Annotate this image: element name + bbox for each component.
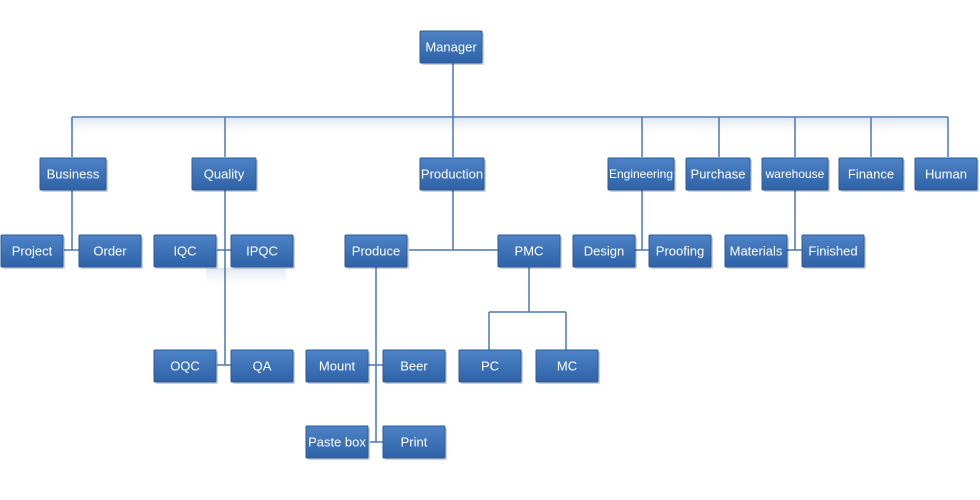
node-pmc-label: PMC: [515, 244, 544, 259]
node-qa-label: QA: [253, 359, 272, 374]
node-paste-box: Paste box: [305, 425, 370, 460]
node-order-label: Order: [93, 244, 127, 259]
node-iqc-label: IQC: [173, 244, 196, 259]
node-human-label: Human: [925, 167, 967, 182]
node-order: Order: [78, 234, 143, 269]
connectors: [64, 62, 949, 443]
node-manager-label: Manager: [425, 40, 477, 55]
node-warehouse: warehouse: [761, 157, 830, 192]
node-quality: Quality: [191, 157, 258, 192]
node-pmc: PMC: [497, 234, 562, 269]
node-finance: Finance: [838, 157, 905, 192]
node-mc: MC: [535, 349, 600, 384]
node-oqc: OQC: [153, 349, 218, 384]
node-mount: Mount: [305, 349, 370, 384]
node-print-label: Print: [401, 435, 428, 450]
quality-shadow: [206, 268, 286, 290]
node-beer-label: Beer: [400, 359, 428, 374]
node-purchase: Purchase: [685, 157, 752, 192]
node-business: Business: [39, 157, 108, 192]
node-design: Design: [572, 234, 637, 269]
node-production: Production: [419, 157, 486, 192]
node-ipqc: IPQC: [230, 234, 295, 269]
node-mc-label: MC: [557, 359, 577, 374]
node-produce-label: Produce: [352, 244, 400, 259]
node-engineering: Engineering: [607, 157, 676, 192]
node-paste-box-label: Paste box: [308, 435, 366, 450]
node-beer: Beer: [382, 349, 447, 384]
node-iqc: IQC: [153, 234, 218, 269]
node-qa: QA: [230, 349, 295, 384]
node-manager: Manager: [419, 30, 484, 65]
node-proofing-label: Proofing: [656, 244, 704, 259]
node-finished-label: Finished: [808, 244, 857, 259]
node-materials: Materials: [724, 234, 789, 269]
node-proofing: Proofing: [648, 234, 713, 269]
node-produce: Produce: [344, 234, 409, 269]
node-quality-label: Quality: [204, 167, 245, 182]
node-finished: Finished: [801, 234, 866, 269]
bus-shadow: [70, 118, 948, 138]
node-project: Project: [0, 234, 65, 269]
node-ipqc-label: IPQC: [246, 244, 278, 259]
node-print: Print: [382, 425, 447, 460]
node-pc-label: PC: [481, 359, 499, 374]
node-design-label: Design: [584, 244, 624, 259]
node-mount-label: Mount: [319, 359, 356, 374]
node-engineering-label: Engineering: [609, 167, 673, 181]
node-purchase-label: Purchase: [691, 167, 746, 182]
node-business-label: Business: [47, 167, 100, 182]
node-production-label: Production: [421, 167, 483, 182]
node-warehouse-label: warehouse: [765, 167, 825, 181]
node-oqc-label: OQC: [170, 359, 200, 374]
node-finance-label: Finance: [848, 167, 894, 182]
node-materials-label: Materials: [730, 244, 783, 259]
node-pc: PC: [458, 349, 523, 384]
node-human: Human: [914, 157, 979, 192]
node-project-label: Project: [12, 244, 53, 259]
